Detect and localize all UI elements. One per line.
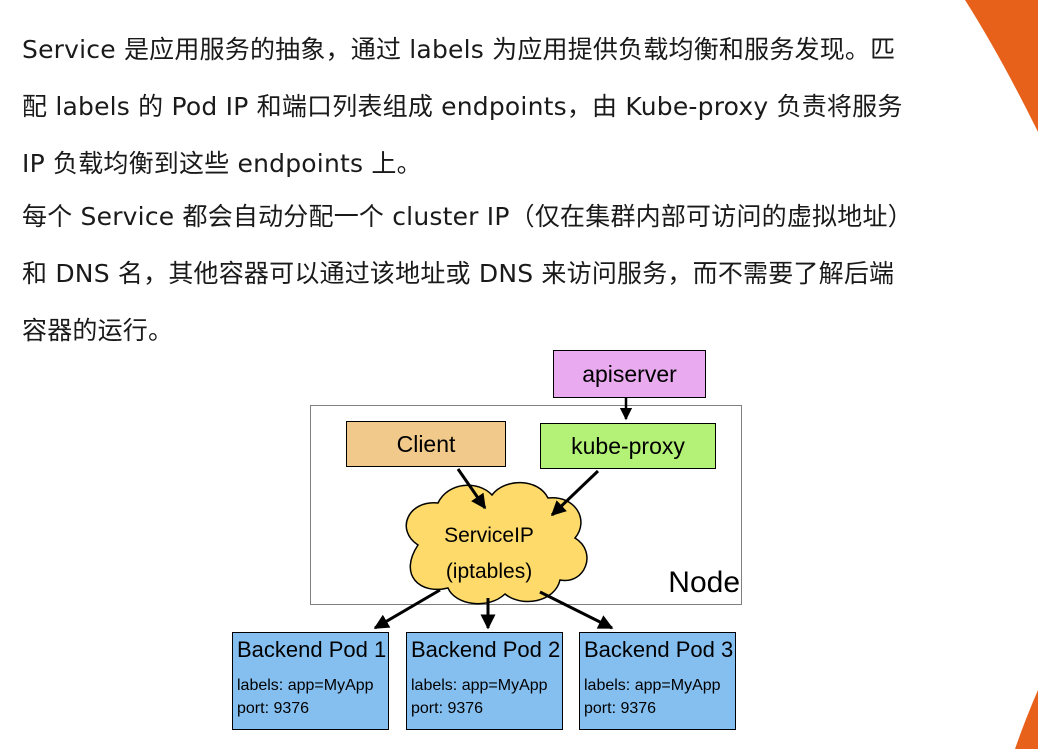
backend-pod-3-labels: labels: app=MyApp bbox=[584, 677, 721, 694]
node-label: Node bbox=[668, 566, 740, 599]
backend-pod-1-title: Backend Pod 1 bbox=[237, 637, 387, 662]
arrow-service-ip-to-pod-3 bbox=[539, 590, 614, 630]
service-ip-cloud bbox=[405, 481, 588, 605]
arrow-kube-proxy-to-service-ip bbox=[550, 469, 600, 517]
backend-pod-3: Backend Pod 3 labels: app=MyApp port: 93… bbox=[579, 632, 736, 730]
apiserver-label: apiserver bbox=[582, 360, 677, 387]
arrow-service-ip-to-pod-1 bbox=[373, 588, 441, 630]
backend-pod-1: Backend Pod 1 labels: app=MyApp port: 93… bbox=[232, 632, 389, 730]
intro-paragraph-line-1: Service 是应用服务的抽象，通过 labels 为应用提供负载均衡和服务发… bbox=[22, 35, 896, 64]
intro-paragraph: Service 是应用服务的抽象，通过 labels 为应用提供负载均衡和服务发… bbox=[22, 21, 982, 192]
client-label: Client bbox=[396, 430, 456, 457]
cluster-ip-paragraph-line-2: 和 DNS 名，其他容器可以通过该地址或 DNS 来访问服务，而不需要了解后端 bbox=[22, 259, 895, 288]
service-ip-label: ServiceIP bbox=[444, 524, 534, 547]
client-box: Client bbox=[346, 421, 506, 467]
cluster-ip-paragraph-line-3: 容器的运行。 bbox=[22, 316, 174, 345]
backend-pod-2: Backend Pod 2 labels: app=MyApp port: 93… bbox=[406, 632, 563, 730]
backend-pod-3-title: Backend Pod 3 bbox=[584, 637, 734, 662]
arrow-client-to-service-ip bbox=[456, 468, 487, 510]
backend-pod-2-labels: labels: app=MyApp bbox=[411, 677, 548, 694]
iptables-label: (iptables) bbox=[445, 560, 533, 583]
backend-pod-2-title: Backend Pod 2 bbox=[411, 637, 561, 662]
kube-proxy-box: kube-proxy bbox=[540, 423, 716, 469]
cluster-ip-paragraph-line-1: 每个 Service 都会自动分配一个 cluster IP（仅在集群内部可访问… bbox=[22, 202, 913, 231]
backend-pod-1-port: port: 9376 bbox=[237, 700, 310, 717]
cluster-ip-paragraph: 每个 Service 都会自动分配一个 cluster IP（仅在集群内部可访问… bbox=[22, 188, 982, 359]
apiserver-box: apiserver bbox=[553, 350, 706, 398]
intro-paragraph-line-3: IP 负载均衡到这些 endpoints 上。 bbox=[22, 149, 422, 178]
backend-pod-1-labels: labels: app=MyApp bbox=[237, 677, 374, 694]
backend-pod-3-port: port: 9376 bbox=[584, 700, 657, 717]
kube-proxy-label: kube-proxy bbox=[571, 432, 685, 459]
backend-pod-2-port: port: 9376 bbox=[411, 700, 484, 717]
intro-paragraph-line-2: 配 labels 的 Pod IP 和端口列表组成 endpoints，由 Ku… bbox=[22, 92, 903, 121]
